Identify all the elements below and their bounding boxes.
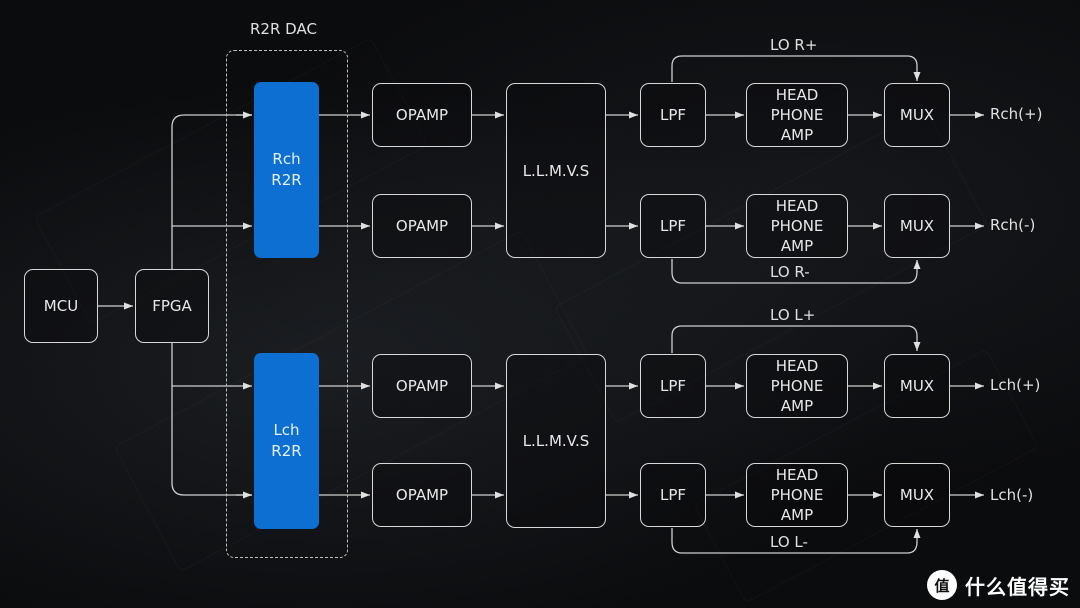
hpamp-label-line1: HEAD [775,357,819,375]
output-label-lch-plus: Lch(+) [990,376,1041,394]
lpf-block-lch-plus: LPF [640,354,706,418]
lpf-label: LPF [659,486,687,504]
mux-block-lch-plus: MUX [884,354,950,418]
hpamp-label-line1: HEAD [775,86,819,104]
llmvs-label: L.L.M.V.S [522,161,590,180]
mcu-block: MCU [24,269,98,343]
dac-group-label: R2R DAC [250,20,317,38]
wire-lo-r-minus [671,259,921,284]
hpamp-label-line3: AMP [780,126,814,144]
output-label-rch-plus: Rch(+) [990,105,1043,123]
headphone-amp-block-rch-plus: HEAD PHONE AMP [746,83,848,147]
lch-r2r-label-line2: R2R [271,442,302,460]
hpamp-label-line3: AMP [780,397,814,415]
wire-fpga-bus [171,114,252,269]
hpamp-label-line2: PHONE [770,217,824,235]
opamp-label: OPAMP [395,377,449,395]
mux-label: MUX [899,217,935,235]
opamp-label: OPAMP [395,217,449,235]
line-out-label-r-minus: LO R- [770,263,810,281]
hpamp-label-line1: HEAD [775,197,819,215]
fpga-label: FPGA [152,297,192,315]
opamp-block-lch-minus: OPAMP [372,463,472,527]
headphone-amp-block-rch-minus: HEAD PHONE AMP [746,194,848,258]
mux-block-lch-minus: MUX [884,463,950,527]
headphone-amp-block-lch-minus: HEAD PHONE AMP [746,463,848,527]
wire-lo-l-minus [671,528,921,554]
opamp-block-rch-minus: OPAMP [372,194,472,258]
output-label-rch-minus: Rch(-) [990,216,1036,234]
rch-r2r-block: Rch R2R [254,82,319,258]
mux-block-rch-plus: MUX [884,83,950,147]
rch-r2r-label-line1: Rch [272,150,301,168]
mux-label: MUX [899,106,935,124]
opamp-label: OPAMP [395,106,449,124]
wire-lo-l-plus [671,325,921,353]
lch-r2r-block: Lch R2R [254,353,319,529]
llmvs-label: L.L.M.V.S [522,432,590,450]
watermark: 值 什么值得买 [927,570,1070,600]
lch-r2r-label-line1: Lch [273,421,300,439]
hpamp-label-line2: PHONE [770,377,824,395]
mux-label: MUX [899,486,935,504]
opamp-block-lch-plus: OPAMP [372,354,472,418]
line-out-label-l-plus: LO L+ [770,306,816,324]
lpf-block-rch-minus: LPF [640,194,706,258]
lpf-label: LPF [659,106,687,124]
watermark-logo-icon: 值 [927,570,957,600]
output-label-lch-minus: Lch(-) [990,486,1034,504]
hpamp-label-line2: PHONE [770,486,824,504]
rch-r2r-label-line2: R2R [271,171,302,189]
lpf-label: LPF [659,377,687,395]
line-out-label-l-minus: LO L- [770,533,808,551]
opamp-label: OPAMP [395,486,449,504]
mcu-label: MCU [43,297,79,315]
hpamp-label-line3: AMP [780,506,814,524]
hpamp-label-line2: PHONE [770,106,824,124]
opamp-block-rch-plus: OPAMP [372,83,472,147]
headphone-amp-block-lch-plus: HEAD PHONE AMP [746,354,848,418]
llmvs-block-rch: L.L.M.V.S [506,83,606,258]
watermark-text: 什么值得买 [965,574,1070,599]
hpamp-label-line3: AMP [780,237,814,255]
dac-group-frame [226,50,348,558]
mux-block-rch-minus: MUX [884,194,950,258]
line-out-label-r-plus: LO R+ [770,36,818,54]
hpamp-label-line1: HEAD [775,466,819,484]
lpf-label: LPF [659,217,687,235]
wire-fpga-bus-lower [171,343,252,496]
lpf-block-lch-minus: LPF [640,463,706,527]
llmvs-block-lch: L.L.M.V.S [506,354,606,528]
lpf-block-rch-plus: LPF [640,83,706,147]
fpga-block: FPGA [135,269,209,343]
mux-label: MUX [899,377,935,395]
wire-lo-r-plus [671,55,921,82]
